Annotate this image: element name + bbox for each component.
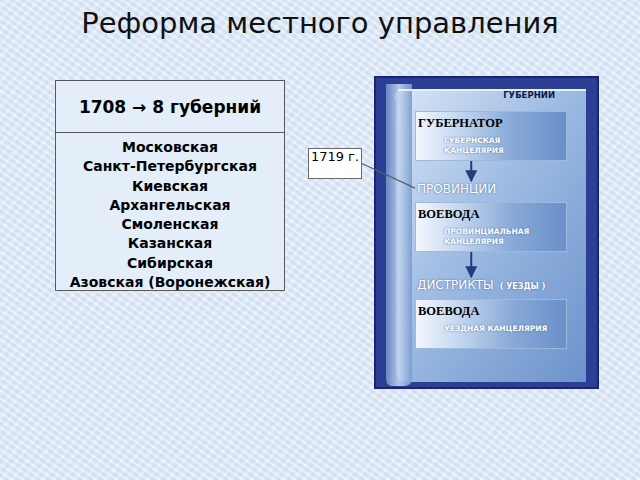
level-box: ГУБЕРНИИ ГУБЕРНАТОР ГУБЕРНСКАЯ КАНЦЕЛЯРИЯ — [415, 88, 567, 161]
header-box: 1708 → 8 губерний — [55, 80, 285, 133]
list-item: Смоленская — [56, 215, 284, 234]
office-box: ВОЕВОДА ПРОВИНЦИАЛЬНАЯ КАНЦЕЛЯРИЯ — [415, 202, 567, 252]
official-title: ВОЕВОДА — [418, 304, 479, 319]
page-title: Реформа местного управления — [0, 6, 640, 40]
picture-frame — [375, 77, 598, 388]
office-box: ГУБЕРНАТОР ГУБЕРНСКАЯ КАНЦЕЛЯРИЯ — [415, 111, 567, 161]
list-item: Сибирская — [56, 254, 284, 273]
list-item: Московская — [56, 138, 284, 157]
list-box: МосковскаяСанкт-ПетербургскаяКиевскаяАрх… — [55, 133, 285, 291]
list-item: Архангельская — [56, 196, 284, 215]
level-box: ПРОВИНЦИИ ВОЕВОДА ПРОВИНЦИАЛЬНАЯ КАНЦЕЛЯРИ… — [415, 181, 567, 252]
office-name: ГУБЕРНСКАЯ КАНЦЕЛЯРИЯ — [444, 136, 562, 156]
scroll-sheet — [394, 90, 586, 382]
official-title: ГУБЕРНАТОР — [418, 116, 503, 131]
flow-arrow — [470, 252, 472, 277]
official-title: ВОЕВОДА — [418, 207, 479, 222]
flow-arrow — [470, 161, 472, 181]
list-item: Санкт-Петербургская — [56, 157, 284, 176]
level-box: ДИСТРИКТЫ ( УЕЗДЫ ) ВОЕВОДА УЕЗДНАЯ КАНЦЕЛЯ… — [415, 277, 567, 349]
level-heading-row: ПРОВИНЦИИ — [415, 181, 567, 199]
list-item: Казанская — [56, 234, 284, 253]
callout-box: 1719 г. — [308, 148, 362, 179]
level-heading: ( УЕЗДЫ ) — [500, 282, 546, 291]
list-item: Азовская (Воронежская) — [56, 273, 284, 292]
list-item: Киевская — [56, 177, 284, 196]
box-text: 1708 → 8 губерний — [79, 97, 261, 117]
callout-leader — [362, 164, 415, 189]
scroll-roll — [386, 84, 412, 386]
office-box: ВОЕВОДА УЕЗДНАЯ КАНЦЕЛЯРИЯ — [415, 299, 567, 349]
level-heading-row: ДИСТРИКТЫ ( УЕЗДЫ ) — [415, 277, 567, 295]
level-heading-row: ГУБЕРНИИ — [415, 88, 567, 106]
level-heading: ПРОВИНЦИИ — [417, 182, 496, 196]
scroll-edge — [398, 89, 586, 91]
office-name: ПРОВИНЦИАЛЬНАЯ КАНЦЕЛЯРИЯ — [444, 227, 562, 247]
office-name: УЕЗДНАЯ КАНЦЕЛЯРИЯ — [444, 324, 562, 334]
level-heading: ГУБЕРНИИ — [503, 90, 555, 100]
level-heading: ДИСТРИКТЫ — [417, 278, 494, 292]
box-text: 1719 г. — [309, 150, 361, 164]
